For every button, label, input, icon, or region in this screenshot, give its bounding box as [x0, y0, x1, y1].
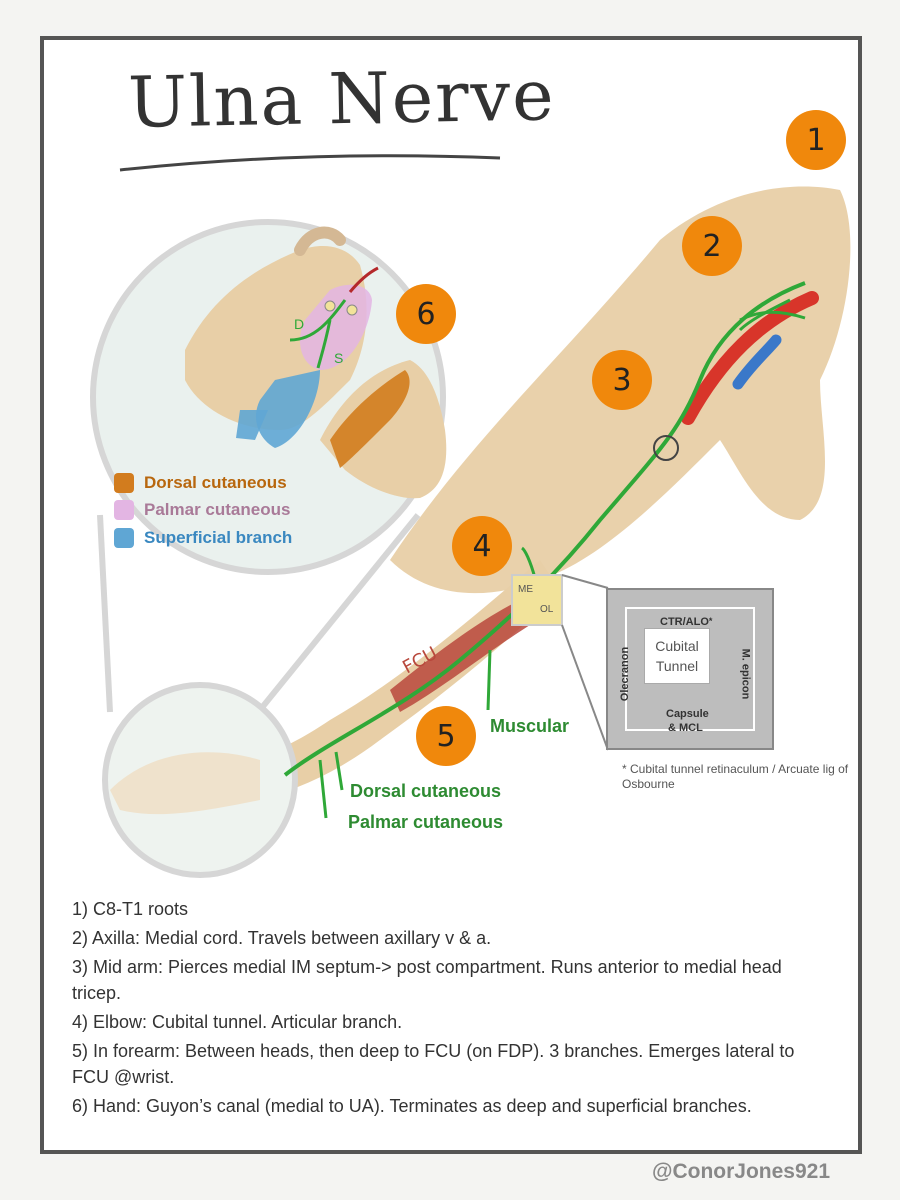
marker-5: 5	[416, 706, 476, 766]
inset-center: Cubital Tunnel	[644, 628, 710, 684]
label-palmar-cutaneous: Palmar cutaneous	[348, 812, 504, 832]
dorsal-cutaneous-area	[330, 370, 410, 468]
step-2: 2) Axilla: Medial cord. Travels between …	[72, 928, 492, 948]
axillary-artery	[681, 291, 819, 425]
legend-label-palmar: Palmar cutaneous	[144, 500, 291, 519]
legend-dorsal-cutaneous: Dorsal cutaneous	[114, 473, 287, 493]
steps-list: 1) C8-T1 roots 2) Axilla: Medial cord. T…	[72, 896, 832, 1122]
axillary-vein	[732, 334, 782, 390]
legend-swatch-dorsal	[114, 473, 134, 493]
legend-label-dorsal: Dorsal cutaneous	[144, 473, 287, 492]
inset-bottom-label-1: Capsule	[666, 708, 709, 720]
ulnar-nerve	[283, 281, 806, 777]
step-6: 6) Hand: Guyon’s canal (medial to UA). T…	[72, 1096, 752, 1116]
inset-top-mark: *	[708, 616, 713, 626]
marker-3: 3	[592, 350, 652, 410]
step-1: 1) C8-T1 roots	[72, 899, 189, 919]
hand-label-d: D	[294, 316, 305, 332]
hand-label-s: S	[334, 350, 344, 366]
marker-1: 1	[786, 110, 846, 170]
cubital-tunnel-inset: Cubital Tunnel CTR/ALO* Olecranon M. epi…	[606, 588, 774, 750]
legend-palmar-cutaneous: Palmar cutaneous	[114, 500, 290, 520]
marker-2: 2	[682, 216, 742, 276]
author-handle: @ConorJones921	[652, 1160, 831, 1183]
legend-superficial-branch: Superficial branch	[114, 528, 292, 548]
septum-circle	[653, 435, 679, 461]
inset-right-label: M. epicon	[739, 648, 752, 700]
label-dorsal-cutaneous: Dorsal cutaneous	[350, 781, 502, 801]
step-4: 4) Elbow: Cubital tunnel. Articular bran…	[72, 1012, 403, 1032]
label-muscular: Muscular	[490, 716, 570, 736]
palm	[185, 245, 367, 430]
marker-6: 6	[396, 284, 456, 344]
legend-swatch-palmar	[114, 500, 134, 520]
step-3: 3) Mid arm: Pierces medial IM septum-> p…	[72, 957, 782, 1003]
title-underline	[119, 154, 501, 172]
step-5: 5) In forearm: Between heads, then deep …	[72, 1041, 795, 1087]
legend-label-superficial: Superficial branch	[144, 528, 293, 547]
dorsal-hand	[320, 360, 447, 499]
superficial-branch-area	[255, 370, 320, 448]
inset-inner-square: Cubital Tunnel	[625, 607, 755, 731]
inset-left-label: Olecranon	[619, 646, 632, 702]
inset-bottom-label-2: & MCL	[668, 722, 703, 734]
footnote: * Cubital tunnel retinaculum / Arcuate l…	[622, 762, 849, 791]
elbow-label-me: ME	[518, 584, 533, 595]
marker-4: 4	[452, 516, 512, 576]
inset-top-text: CTR/ALO	[660, 616, 709, 628]
inset-top-label: CTR/ALO*	[660, 616, 712, 628]
elbow-box	[511, 574, 563, 626]
elbow-label-ol: OL	[540, 604, 554, 615]
legend-swatch-superficial	[114, 528, 134, 548]
